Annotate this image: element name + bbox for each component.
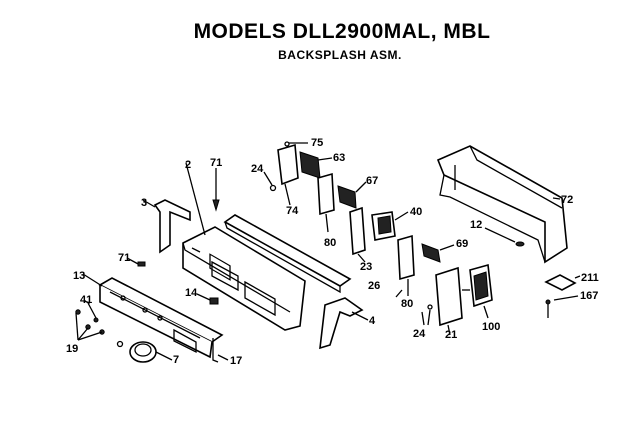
label-3: 3 [141,197,147,209]
label-19: 19 [66,343,78,355]
part-right-bracket [319,297,369,350]
label-21: 21 [445,329,457,341]
part-167 [545,295,579,318]
label-71-top: 71 [210,157,222,169]
diagram-subtitle: BACKSPLASH ASM. [278,48,402,62]
part-knob [129,341,173,363]
label-26: 26 [368,280,380,292]
label-7: 7 [173,354,179,366]
part-switch-lower [397,234,455,296]
label-167: 167 [580,290,598,302]
label-80-bottom: 80 [401,298,413,310]
label-69: 69 [456,238,468,250]
part-clip [196,293,219,305]
label-74: 74 [286,205,299,217]
part-left-bracket [142,199,191,254]
label-24-bottom: 24 [413,328,426,340]
label-63: 63 [333,152,345,164]
part-12 [484,227,525,247]
label-4: 4 [369,315,376,327]
part-screw-71-top [212,168,220,212]
part-screw-71-left [126,257,146,267]
part-timer [427,263,493,336]
part-console-panel [182,226,306,331]
part-spring [212,338,229,363]
diagram-title: MODELS DLL2900MAL, MBL [193,20,491,43]
label-12: 12 [470,219,482,231]
label-13: 13 [73,270,85,282]
label-2: 2 [185,159,191,171]
label-17: 17 [230,355,242,367]
label-72: 72 [561,194,573,206]
part-number-labels: 2 71 3 71 13 41 19 7 14 17 24 74 75 63 6… [66,137,599,367]
label-67: 67 [366,175,378,187]
part-switch-middle [317,172,367,263]
label-71-left: 71 [118,252,130,264]
label-41: 41 [80,294,92,306]
label-40: 40 [410,206,422,218]
label-23: 23 [360,261,372,273]
label-75: 75 [311,137,323,149]
part-screws-left [75,302,124,348]
label-24-top: 24 [251,163,264,175]
part-control-overlay [98,277,224,359]
leader-lines [82,162,561,326]
label-100: 100 [482,321,500,333]
label-14: 14 [185,287,198,299]
part-switch-upper [263,141,333,206]
label-211: 211 [581,272,599,284]
label-80-top: 80 [324,237,336,249]
part-backsplash-housing [436,145,568,264]
part-top-strip [223,214,352,294]
part-211 [544,274,581,291]
part-switch-40 [371,211,409,241]
